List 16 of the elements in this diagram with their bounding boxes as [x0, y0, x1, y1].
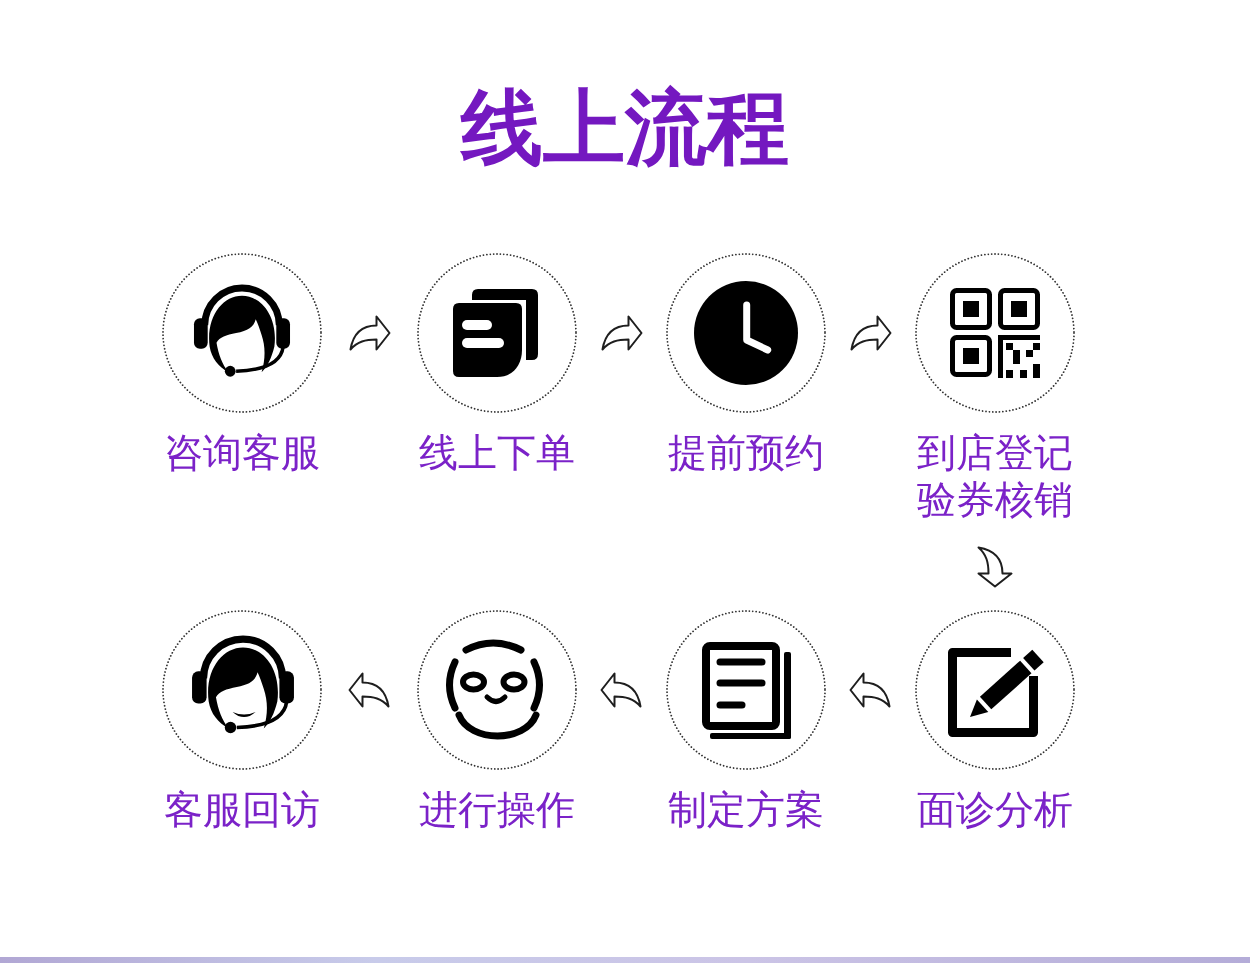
curved-arrow — [348, 672, 390, 708]
step-label: 面诊分析 — [916, 786, 1074, 833]
curved-arrow — [977, 546, 1013, 588]
step-label: 客服回访 — [163, 786, 321, 833]
curved-arrow — [849, 672, 891, 708]
curved-arrow — [601, 315, 643, 351]
title: 线上流程 — [461, 84, 789, 172]
step-label: 进行操作 — [418, 786, 576, 833]
step-label: 到店登记验券核销 — [916, 429, 1074, 523]
step-label: 线上下单 — [418, 429, 576, 476]
curved-arrow — [600, 672, 642, 708]
curved-arrow — [850, 315, 892, 351]
step-label: 咨询客服 — [163, 429, 321, 476]
step-label: 制定方案 — [667, 786, 825, 833]
step-label: 提前预约 — [667, 429, 825, 476]
curved-arrow — [349, 315, 391, 351]
